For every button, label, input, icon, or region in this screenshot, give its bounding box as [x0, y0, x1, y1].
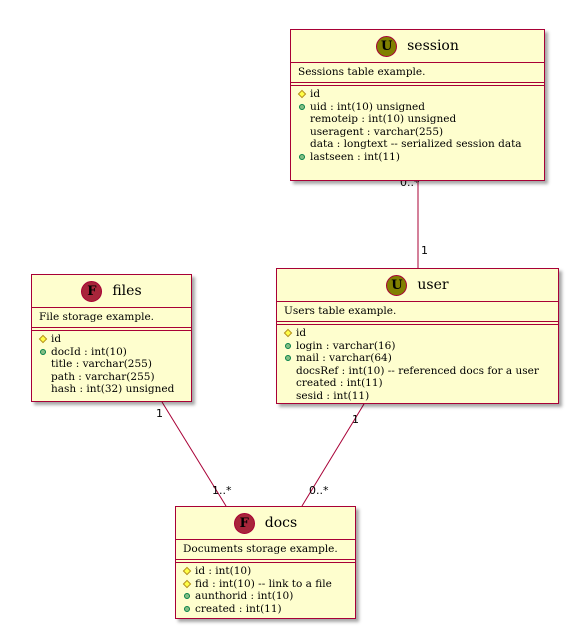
- mult-user-docs-to: 0..*: [309, 484, 329, 497]
- public-field-icon: [283, 352, 293, 364]
- class-badge-icon: F: [81, 280, 103, 302]
- link-files-docs: [161, 401, 227, 507]
- entity-session[interactable]: U session Sessions table example. id uid…: [290, 29, 545, 181]
- mult-files-docs-from: 1: [156, 407, 163, 420]
- field-row: id: [38, 333, 185, 346]
- field-row: aunthorid : int(10): [182, 590, 349, 603]
- protected-field-icon: [297, 88, 307, 100]
- mult-user-docs-from: 1: [352, 413, 359, 426]
- class-badge-icon: F: [233, 512, 255, 534]
- public-field-icon: [38, 346, 48, 358]
- field-row: sesid : int(11): [296, 389, 370, 402]
- entity-title: session: [407, 38, 459, 54]
- field-row: data : longtext -- serialized session da…: [310, 138, 522, 151]
- entity-docs-header: F docs: [176, 507, 355, 539]
- entity-title: files: [112, 283, 142, 299]
- field-row: remoteip : int(10) unsigned: [310, 113, 457, 126]
- entity-docs[interactable]: F docs Documents storage example. id : i…: [175, 506, 356, 619]
- mult-session-user-to: 1: [421, 244, 428, 257]
- field-row: fid : int(10) -- link to a file: [182, 578, 349, 591]
- mult-files-docs-to: 1..*: [212, 484, 232, 497]
- public-field-icon: [297, 151, 307, 163]
- field-row: uid : int(10) unsigned: [297, 101, 538, 114]
- field-list: id uid : int(10) unsigned remoteip : int…: [291, 86, 544, 168]
- field-list: id login : varchar(16) mail : varchar(64…: [277, 325, 558, 407]
- field-row: created : int(11): [296, 377, 383, 390]
- field-row: id: [297, 88, 538, 101]
- protected-field-icon: [283, 327, 293, 339]
- entity-session-header: U session: [291, 30, 544, 62]
- entity-description: Users table example.: [284, 305, 397, 317]
- public-field-icon: [283, 340, 293, 352]
- public-field-icon: [297, 101, 307, 113]
- protected-field-icon: [182, 578, 192, 590]
- field-row: lastseen : int(11): [297, 151, 538, 164]
- entity-files-header: F files: [32, 275, 191, 307]
- public-field-icon: [182, 603, 192, 615]
- entity-user-header: U user: [277, 269, 558, 301]
- protected-field-icon: [182, 565, 192, 577]
- class-badge-icon: U: [386, 274, 408, 296]
- field-row: created : int(11): [182, 603, 349, 616]
- field-row: path : varchar(255): [51, 370, 155, 383]
- protected-field-icon: [38, 333, 48, 345]
- entity-title: user: [417, 277, 449, 293]
- entity-user[interactable]: U user Users table example. id login : v…: [276, 268, 559, 404]
- entity-description: Documents storage example.: [183, 543, 338, 555]
- entity-files[interactable]: F files File storage example. id docId :…: [31, 274, 192, 402]
- link-user-docs: [301, 403, 365, 507]
- field-list: id : int(10) fid : int(10) -- link to a …: [176, 563, 355, 619]
- field-row: mail : varchar(64): [283, 352, 552, 365]
- entity-title: docs: [264, 515, 298, 531]
- entity-description: Sessions table example.: [298, 66, 426, 78]
- public-field-icon: [182, 590, 192, 602]
- field-row: id : int(10): [182, 565, 349, 578]
- field-row: docsRef : int(10) -- referenced docs for…: [296, 364, 539, 377]
- field-row: docId : int(10): [38, 346, 185, 359]
- entity-description: File storage example.: [39, 311, 155, 323]
- field-row: login : varchar(16): [283, 340, 552, 353]
- field-row: useragent : varchar(255): [310, 125, 444, 138]
- field-list: id docId : int(10) title : varchar(255) …: [32, 331, 191, 400]
- field-row: title : varchar(255): [51, 358, 152, 371]
- class-badge-icon: U: [376, 35, 398, 57]
- field-row: hash : int(32) unsigned: [51, 383, 175, 396]
- field-row: id: [283, 327, 552, 340]
